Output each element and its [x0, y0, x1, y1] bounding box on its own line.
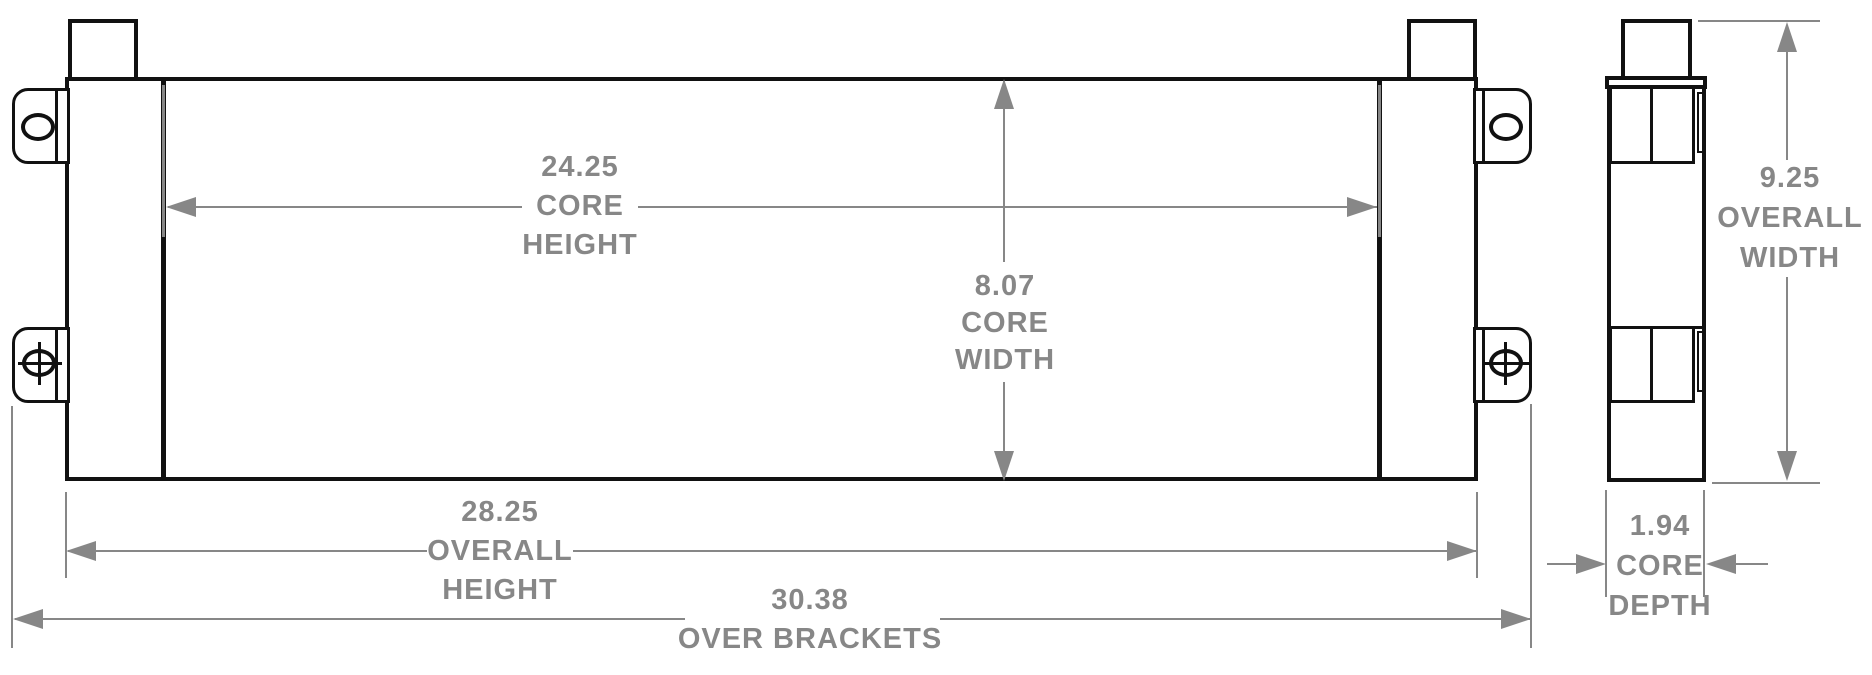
overall-width-label2: WIDTH [1739, 242, 1841, 274]
dim-line-overall-height-a [68, 550, 427, 552]
dim-label-over-brackets: 30.38 OVER BRACKETS [610, 581, 1010, 659]
dim-label-core-height: 24.25 CORE HEIGHT [430, 148, 730, 265]
arrowhead-over-brackets-left [13, 609, 43, 629]
side-port-fitting [1621, 19, 1692, 80]
ext-line-overall-width-bottom [1712, 482, 1820, 484]
arrowhead-core-width-bottom [994, 451, 1014, 481]
over-brackets-label1: OVER BRACKETS [677, 623, 943, 655]
arrowhead-over-brackets-right [1501, 609, 1531, 629]
crosshair-bottom-right-v [1504, 342, 1507, 385]
side-band-bot-innerleft [1610, 329, 1612, 401]
ext-line-overall-height-right [1476, 492, 1478, 578]
side-band-top-flange [1697, 92, 1706, 153]
core-width-label2: WIDTH [954, 344, 1056, 376]
dim-line-over-brackets-a [15, 618, 685, 620]
core-height-value: 24.25 [541, 151, 619, 183]
dim-line-over-brackets-b [940, 618, 1530, 620]
dim-label-overall-height: 28.25 OVERALL HEIGHT [350, 493, 650, 610]
core-height-label1: CORE [536, 190, 624, 222]
side-band-bot-flange [1697, 331, 1706, 392]
ext-line-overall-width-top [1698, 20, 1820, 22]
port-fitting-right [1407, 19, 1477, 81]
port-fitting-left [68, 19, 138, 81]
overall-height-label2: HEIGHT [442, 574, 558, 606]
bracket-bottom-right-fold [1482, 328, 1485, 402]
ext-line-over-brackets-right [1530, 404, 1532, 648]
core-depth-label2: DEPTH [1608, 590, 1712, 622]
crosshair-bottom-right-h [1485, 362, 1529, 365]
dim-line-core-depth-b [1735, 563, 1768, 565]
side-band-bot-plateline [1692, 329, 1695, 401]
arrowhead-core-depth-left [1576, 554, 1606, 574]
side-band-top-bottomline [1609, 161, 1695, 164]
core-depth-value: 1.94 [1629, 510, 1691, 542]
dim-line-overall-width-a [1786, 25, 1788, 160]
side-band-bot-topline [1607, 326, 1705, 329]
over-brackets-value: 30.38 [771, 584, 849, 616]
core-height-label2: HEIGHT [522, 229, 638, 261]
dim-line-core-height-a [168, 206, 522, 208]
ext-line-over-brackets-left [11, 406, 13, 648]
dim-label-overall-width: 9.25 OVERALL WIDTH [1710, 158, 1870, 278]
arrowhead-overall-height-left [66, 541, 96, 561]
arrowhead-overall-height-right [1447, 541, 1477, 561]
dim-label-core-width: 8.07 CORE WIDTH [855, 268, 1155, 379]
overall-width-label1: OVERALL [1717, 202, 1863, 234]
arrowhead-overall-width-bottom [1777, 451, 1797, 481]
dim-line-overall-width-b [1786, 277, 1788, 478]
dim-line-core-width-a [1003, 80, 1005, 262]
crosshair-bottom-left-v [38, 342, 41, 385]
overall-height-label1: OVERALL [427, 535, 573, 567]
bracket-hole-top-right [1489, 113, 1523, 141]
side-band-top-plateline [1692, 89, 1695, 162]
bracket-bottom-left-fold [55, 328, 58, 402]
front-core-joint-left [161, 77, 166, 481]
core-width-label1: CORE [961, 307, 1049, 339]
bracket-hole-top-left [21, 113, 55, 141]
arrowhead-core-height-left [166, 197, 196, 217]
front-view-body [65, 77, 1478, 481]
ext-line-core-depth-right [1703, 490, 1705, 597]
side-band-top-divider [1650, 89, 1653, 162]
arrowhead-core-height-right [1347, 197, 1377, 217]
arrowhead-core-width-top [994, 79, 1014, 109]
ext-line-core-height-left-over [162, 85, 165, 237]
front-core-joint-right [1377, 77, 1382, 481]
overall-height-value: 28.25 [461, 496, 539, 528]
bracket-top-right-fold [1482, 89, 1485, 163]
side-band-bot-divider [1650, 329, 1653, 401]
bracket-top-left-fold [55, 89, 58, 163]
dim-line-core-height-b [638, 206, 1377, 208]
ext-line-core-height-right-over [1378, 85, 1381, 237]
dim-line-core-depth-a [1547, 563, 1580, 565]
core-width-value: 8.07 [974, 270, 1036, 302]
dim-line-overall-height-b [573, 550, 1476, 552]
ext-line-overall-height-left [65, 492, 67, 578]
dim-line-core-width-b [1003, 382, 1005, 479]
side-band-bot-bottomline [1609, 400, 1695, 403]
arrowhead-core-depth-right [1706, 554, 1736, 574]
core-depth-label1: CORE [1616, 550, 1704, 582]
side-band-top-innerleft [1610, 89, 1612, 162]
ext-line-core-depth-left [1605, 490, 1607, 597]
dim-label-core-depth: 1.94 CORE DEPTH [1510, 506, 1810, 626]
overall-width-value: 9.25 [1759, 162, 1821, 194]
arrowhead-overall-width-top [1777, 22, 1797, 52]
